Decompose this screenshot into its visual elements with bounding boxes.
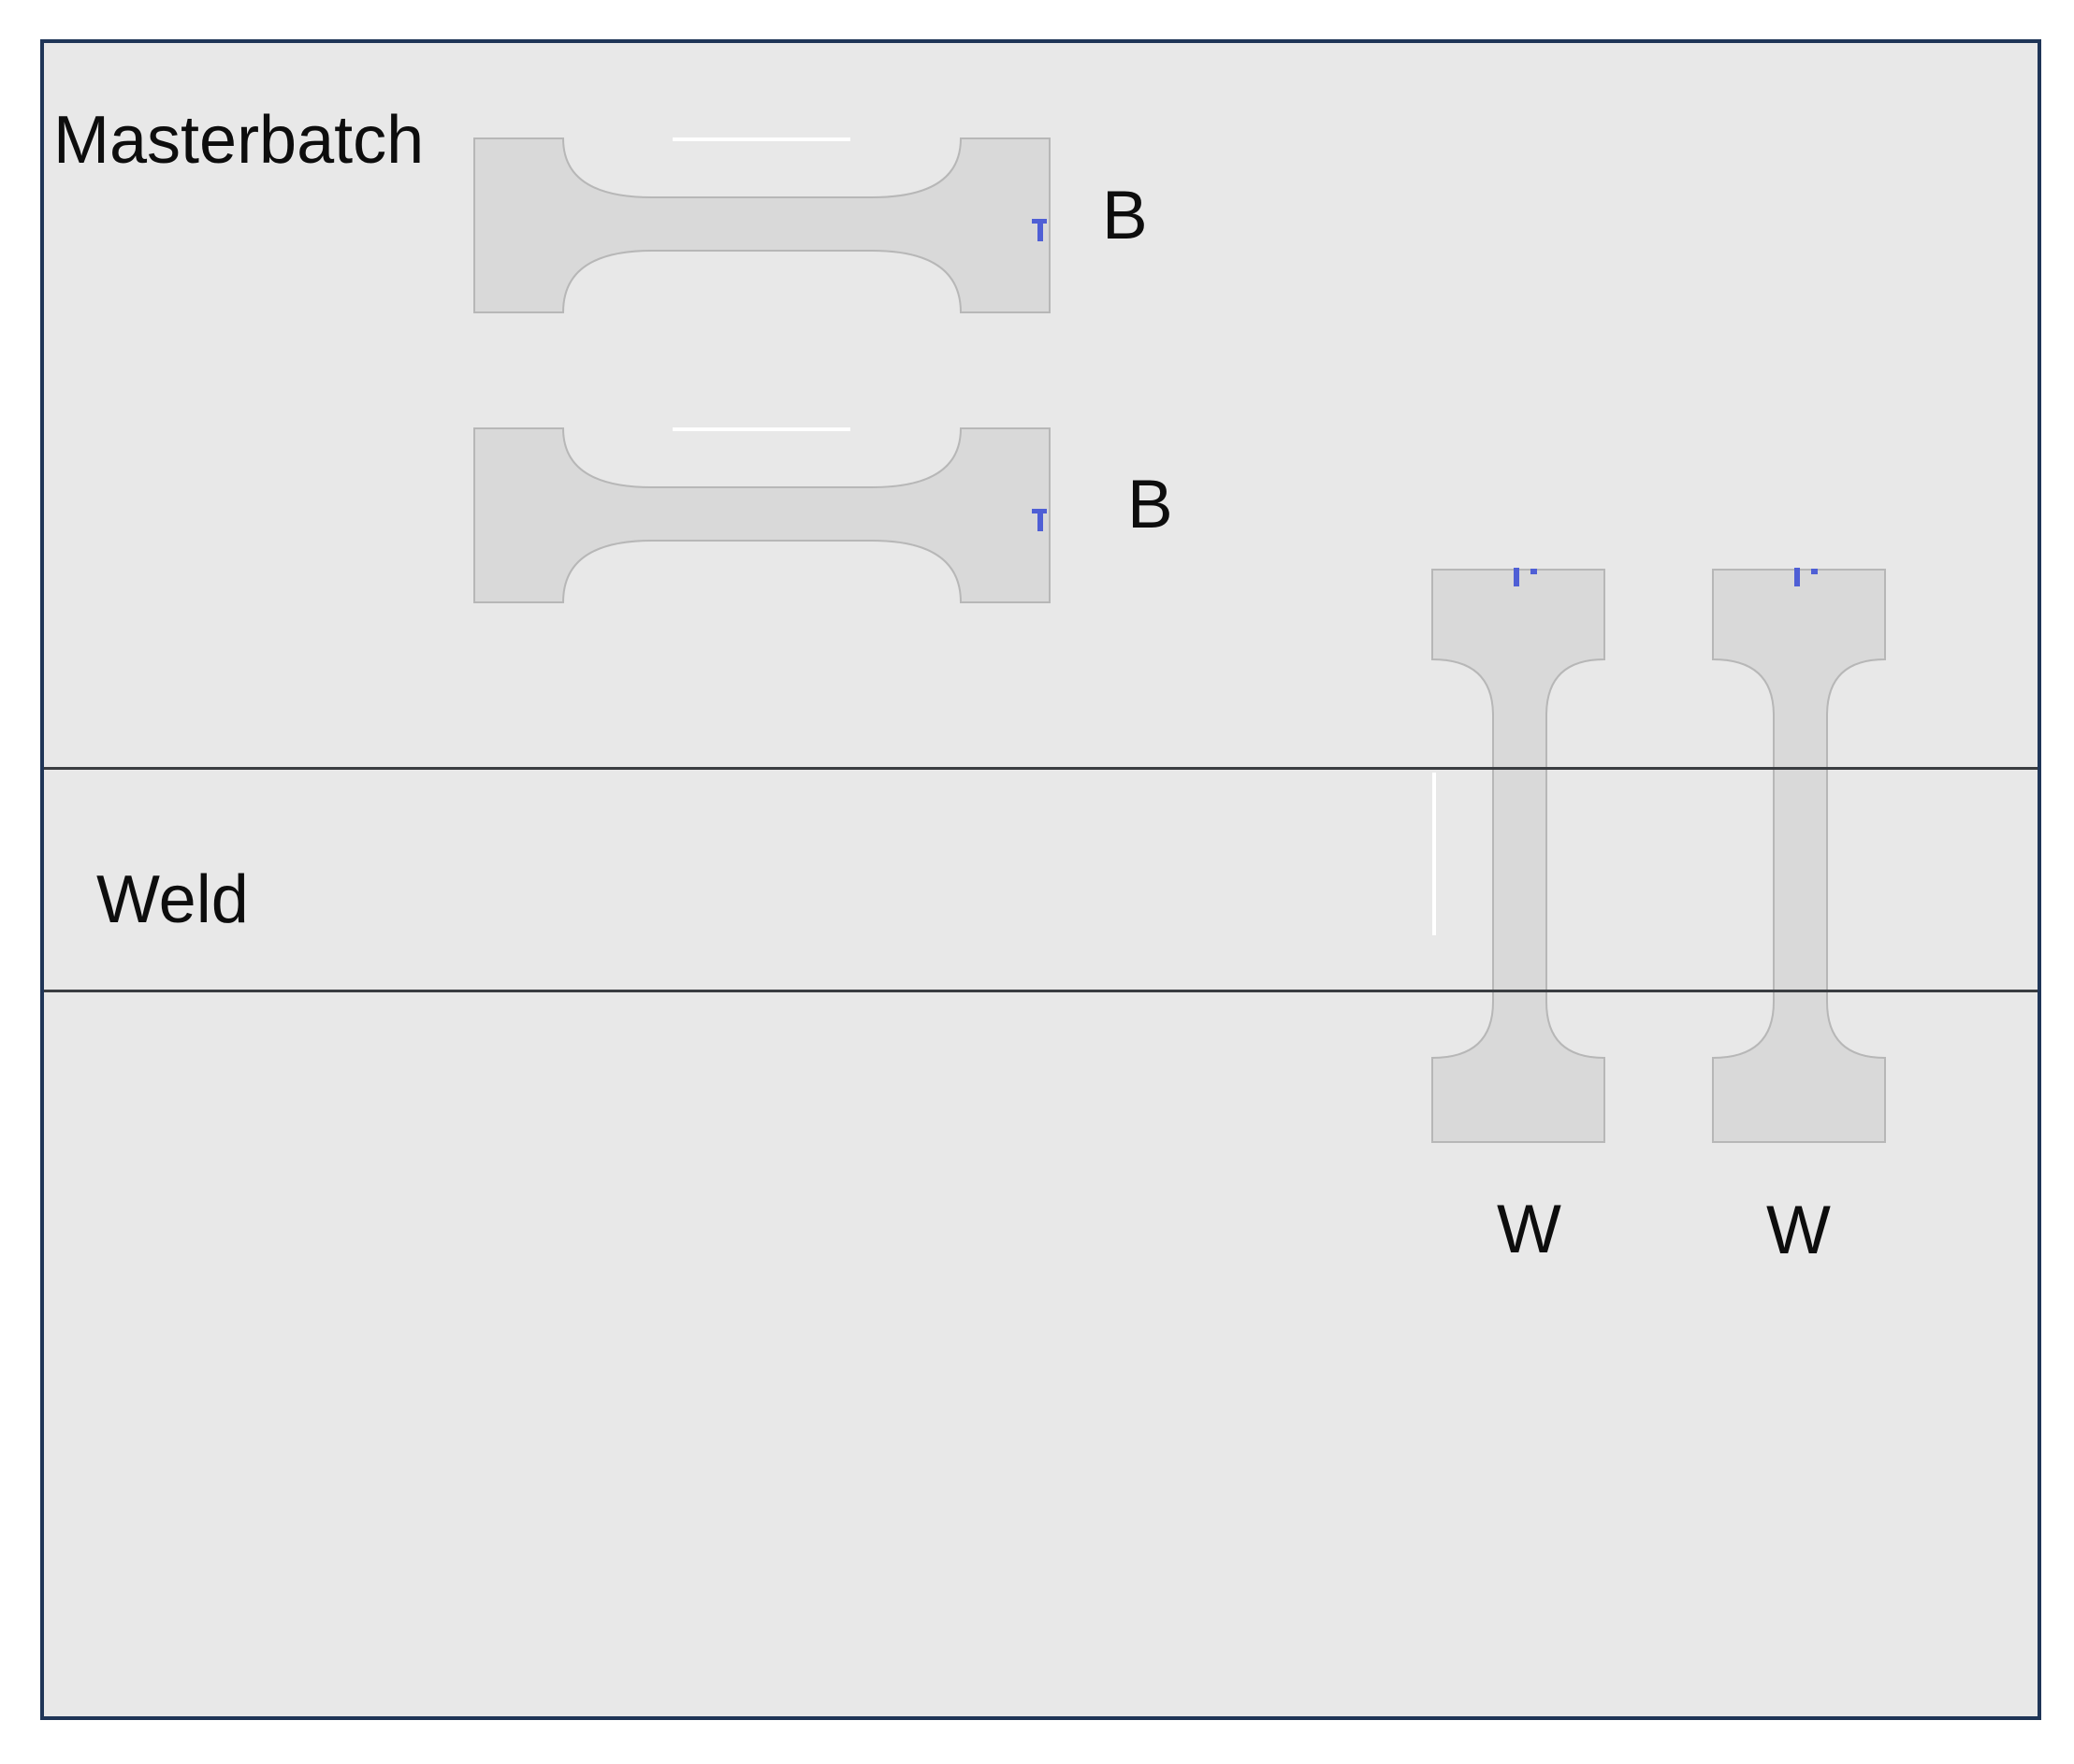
blue-mark-weld-1-dot [1530, 569, 1537, 574]
specimen-weld-2 [1712, 569, 1886, 1143]
blue-mark-bulk-2-v [1037, 513, 1043, 531]
blue-mark-weld-2-v [1794, 568, 1800, 586]
weld-band-bottom-line [44, 990, 2038, 992]
specimen-weld-1 [1431, 569, 1605, 1143]
blue-mark-weld-1-v [1514, 568, 1519, 586]
weld-band-top-line [44, 767, 2038, 770]
blue-mark-weld-2-dot [1811, 569, 1818, 574]
blue-mark-bulk-2-h [1032, 509, 1047, 513]
blue-mark-bulk-1-h [1032, 219, 1047, 224]
highlight-line-bulk-2 [673, 427, 850, 431]
highlight-line-weld-band [1432, 773, 1436, 935]
masterbatch-region-label: Masterbatch [53, 103, 425, 178]
blue-mark-bulk-1-v [1037, 224, 1043, 241]
specimen-label-b2: B [1127, 467, 1173, 542]
highlight-line-bulk-1 [673, 137, 850, 141]
plate-frame [40, 39, 2041, 1720]
weld-region-label: Weld [96, 862, 249, 937]
specimen-bulk-2 [473, 427, 1051, 603]
specimen-label-w1: W [1497, 1192, 1561, 1267]
specimen-label-w2: W [1766, 1193, 1831, 1268]
specimen-bulk-1 [473, 137, 1051, 313]
specimen-label-b1: B [1102, 178, 1148, 253]
